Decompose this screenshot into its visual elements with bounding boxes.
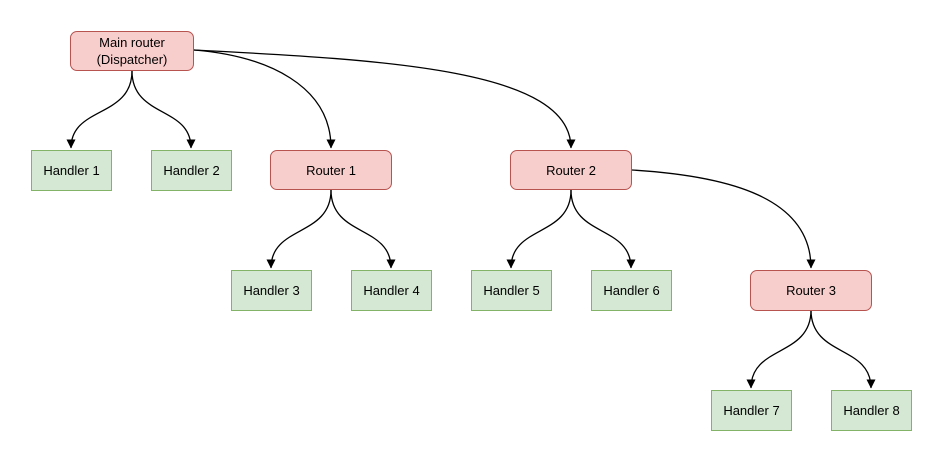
node-handler-6: Handler 6 <box>591 270 672 311</box>
node-handler-4-label: Handler 4 <box>363 283 420 298</box>
node-handler-3: Handler 3 <box>231 270 312 311</box>
node-handler-5-label: Handler 5 <box>483 283 540 298</box>
node-handler-2: Handler 2 <box>151 150 232 191</box>
node-router-3-label: Router 3 <box>786 283 836 298</box>
node-router-2-label: Router 2 <box>546 162 596 178</box>
edge-router1-to-handler3 <box>266 189 332 269</box>
node-router-2: Router 2 <box>510 150 632 190</box>
node-handler-1: Handler 1 <box>31 150 112 191</box>
edge-router2-to-handler6 <box>570 189 636 269</box>
edge-main-to-router1 <box>193 49 336 149</box>
node-handler-4: Handler 4 <box>351 270 432 311</box>
node-router-3: Router 3 <box>750 270 872 311</box>
edge-main-to-handler2 <box>131 70 196 149</box>
node-router-1: Router 1 <box>270 150 392 190</box>
edge-router1-to-handler4 <box>330 189 396 269</box>
node-handler-6-label: Handler 6 <box>603 283 660 298</box>
node-handler-3-label: Handler 3 <box>243 283 300 298</box>
node-handler-2-label: Handler 2 <box>163 163 220 178</box>
edge-router2-to-handler5 <box>506 189 572 269</box>
node-main-router-label-line1: Main router <box>99 35 165 50</box>
edge-router3-to-handler7 <box>746 309 812 389</box>
node-main-router: Main router (Dispatcher) <box>70 31 194 71</box>
node-handler-8: Handler 8 <box>831 390 912 431</box>
edge-router2-to-router3 <box>631 169 816 269</box>
edge-router3-to-handler8 <box>810 309 876 389</box>
node-handler-7-label: Handler 7 <box>723 403 780 418</box>
node-router-1-label: Router 1 <box>306 162 356 178</box>
node-handler-8-label: Handler 8 <box>843 403 900 418</box>
edge-main-to-router2 <box>193 49 576 149</box>
node-handler-7: Handler 7 <box>711 390 792 431</box>
node-main-router-label-line2: (Dispatcher) <box>96 52 168 67</box>
node-handler-5: Handler 5 <box>471 270 552 311</box>
edge-main-to-handler1 <box>66 70 133 149</box>
node-handler-1-label: Handler 1 <box>43 163 100 178</box>
